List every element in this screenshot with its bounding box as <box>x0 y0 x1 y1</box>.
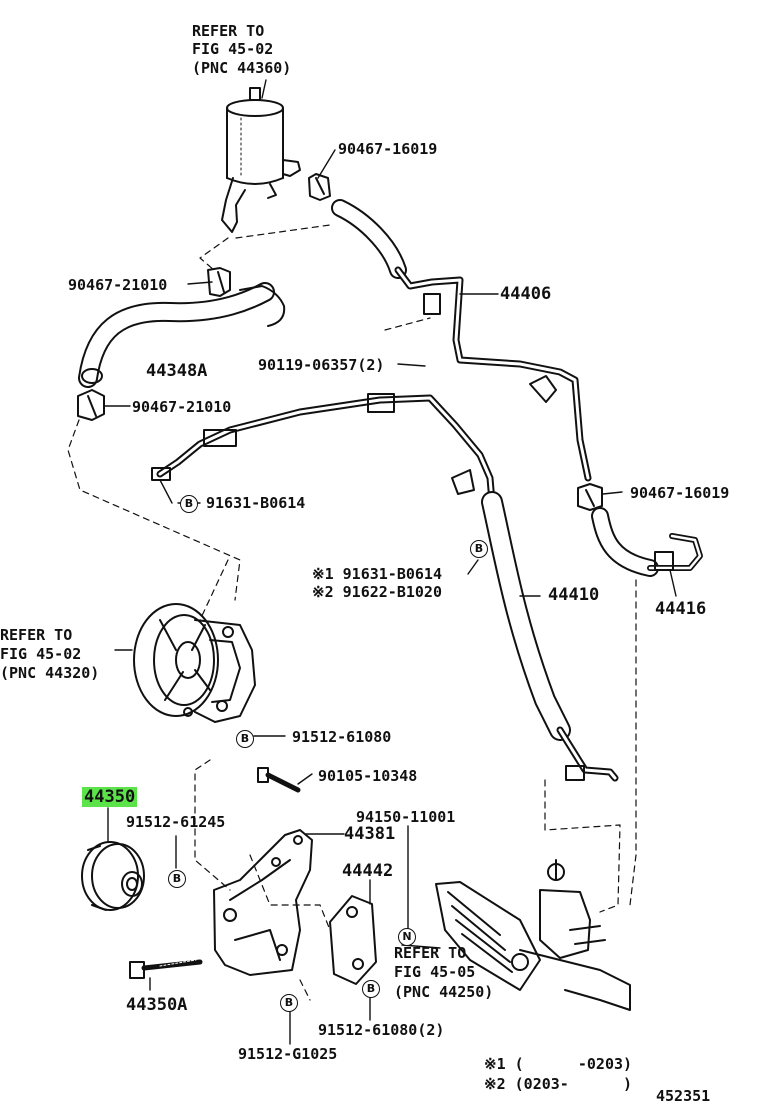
part-label-91512-61080-qty2[interactable]: 91512-61080(2) <box>318 1021 445 1039</box>
part-label-44406[interactable]: 44406 <box>500 284 552 304</box>
refer-note-gear-line2: FIG 45-05 <box>394 963 476 981</box>
circle-b-marker: B <box>236 730 254 748</box>
reservoir-tank <box>221 87 301 233</box>
part-label-90467-16019-lower[interactable]: 90467-16019 <box>630 484 730 502</box>
part-label-44350-highlighted[interactable]: 44350 <box>82 787 138 807</box>
refer-note-pump-line3: (PNC 44320) <box>0 664 100 682</box>
part-label-91512-61245[interactable]: 91512-61245 <box>126 813 226 831</box>
circle-b-marker: B <box>470 540 488 558</box>
part-label-44410[interactable]: 44410 <box>548 585 600 605</box>
part-label-44442[interactable]: 44442 <box>342 861 394 881</box>
dashed-leader-lines <box>67 224 637 1001</box>
part-label-91631-B0614-alt1[interactable]: ※1 91631-B0614 <box>312 565 442 583</box>
circle-n-marker: N <box>398 928 416 946</box>
supply-hose-44348A <box>78 282 286 388</box>
pressure-hose-44410 <box>151 393 619 782</box>
circle-b-marker: B <box>362 980 380 998</box>
refer-note-reservoir-line2: FIG 45-02 <box>192 40 274 58</box>
figure-number: 452351 <box>656 1087 711 1105</box>
refer-note-pump-line2: FIG 45-02 <box>0 645 82 663</box>
part-label-91512-G1025[interactable]: 91512-G1025 <box>238 1045 338 1063</box>
power-steering-pump <box>133 603 256 723</box>
part-label-91512-61080[interactable]: 91512-61080 <box>292 728 392 746</box>
part-label-91622-B1020-alt2[interactable]: ※2 91622-B1020 <box>312 583 442 601</box>
hose-44416 <box>591 507 703 577</box>
refer-note-gear-line3: (PNC 44250) <box>394 983 494 1001</box>
part-label-44350A[interactable]: 44350A <box>126 995 188 1015</box>
refer-note-reservoir-line1: REFER TO <box>192 22 265 40</box>
part-label-44381[interactable]: 44381 <box>344 824 396 844</box>
highlight-44350: 44350 <box>82 787 138 807</box>
part-label-90467-16019-upper[interactable]: 90467-16019 <box>338 140 438 158</box>
footnote-2: ※2 (0203- ) <box>484 1075 633 1093</box>
refer-note-reservoir-line3: (PNC 44360) <box>192 59 292 77</box>
plate-44442 <box>329 895 377 985</box>
return-hose-44406 <box>331 199 592 482</box>
circle-b-marker: B <box>280 994 298 1012</box>
steering-gear <box>435 859 631 1011</box>
bracket-44381 <box>213 829 313 976</box>
part-label-90467-21010-upper[interactable]: 90467-21010 <box>68 276 168 294</box>
part-label-90105-10348[interactable]: 90105-10348 <box>318 767 418 785</box>
idler-pulley-44350 <box>81 841 145 911</box>
bolt-90105-10348 <box>257 767 301 793</box>
part-label-91631-B0614[interactable]: 91631-B0614 <box>206 494 306 512</box>
clamp-right-lower <box>577 483 603 511</box>
part-label-90119-06357[interactable]: 90119-06357(2) <box>258 356 385 374</box>
part-label-90467-21010-lower[interactable]: 90467-21010 <box>132 398 232 416</box>
clamp-upper-right <box>308 173 331 201</box>
refer-note-gear-line1: REFER TO <box>394 944 467 962</box>
refer-note-pump-line1: REFER TO <box>0 626 73 644</box>
clamp-left-upper <box>207 267 231 297</box>
footnote-1: ※1 ( -0203) <box>484 1055 633 1073</box>
circle-b-marker: B <box>168 870 186 888</box>
leader-lines <box>103 79 677 1045</box>
bolt-44350A <box>129 959 203 979</box>
part-label-44348A[interactable]: 44348A <box>146 361 208 381</box>
part-label-94150-11001[interactable]: 94150-11001 <box>356 808 456 826</box>
clamp-left-lower <box>77 389 105 421</box>
circle-b-marker: B <box>180 495 198 513</box>
part-label-44416[interactable]: 44416 <box>655 599 707 619</box>
